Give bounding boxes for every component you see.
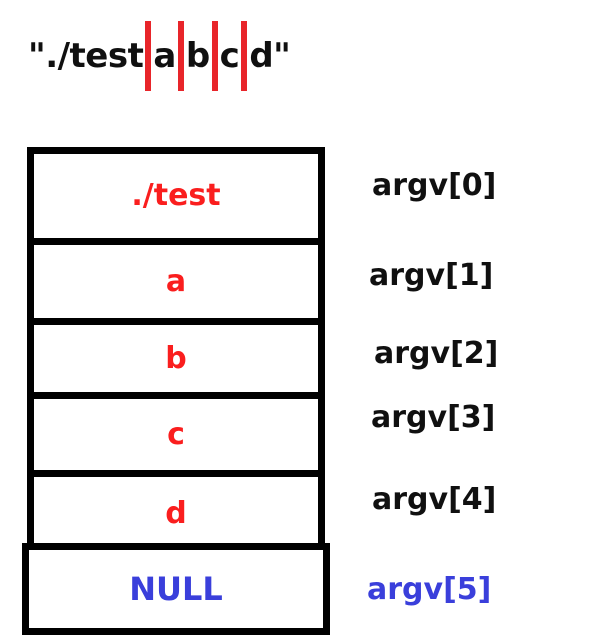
argv-index-label-5: argv[5]	[367, 572, 492, 607]
argv-cell-3-value: c	[167, 416, 185, 452]
title-segment-arg-b: b	[185, 36, 210, 76]
title-separator-bar-2	[177, 21, 184, 91]
argv-cell-4-value: d	[165, 495, 187, 531]
title-segment-program: "./test	[28, 36, 144, 76]
argv-cell-3: c	[34, 399, 318, 477]
argv-index-label-4: argv[4]	[372, 482, 497, 517]
argv-cell-1: a	[34, 245, 318, 325]
argv-array-stack: ./test a b c d	[27, 147, 325, 557]
title-separator-bar-1	[145, 21, 152, 91]
argv-cell-1-value: a	[165, 263, 187, 299]
argv-cell-5-null: NULL	[22, 543, 330, 635]
argv-cell-5-value: NULL	[129, 570, 223, 608]
title-segment-arg-d: d"	[249, 36, 291, 76]
command-line-title: "./test a b c d"	[28, 20, 291, 92]
title-segment-arg-a: a	[153, 36, 176, 76]
argv-index-label-3: argv[3]	[371, 400, 496, 435]
argv-index-label-2: argv[2]	[374, 336, 499, 371]
title-separator-bar-3	[211, 21, 218, 91]
title-separator-bar-4	[241, 21, 248, 91]
title-segment-arg-c: c	[219, 36, 240, 76]
argv-cell-0: ./test	[34, 154, 318, 245]
argv-cell-0-value: ./test	[131, 178, 221, 213]
argv-cell-2-value: b	[165, 340, 187, 376]
argv-index-label-0: argv[0]	[372, 168, 497, 203]
argv-cell-2: b	[34, 325, 318, 399]
argv-index-label-1: argv[1]	[369, 258, 494, 293]
